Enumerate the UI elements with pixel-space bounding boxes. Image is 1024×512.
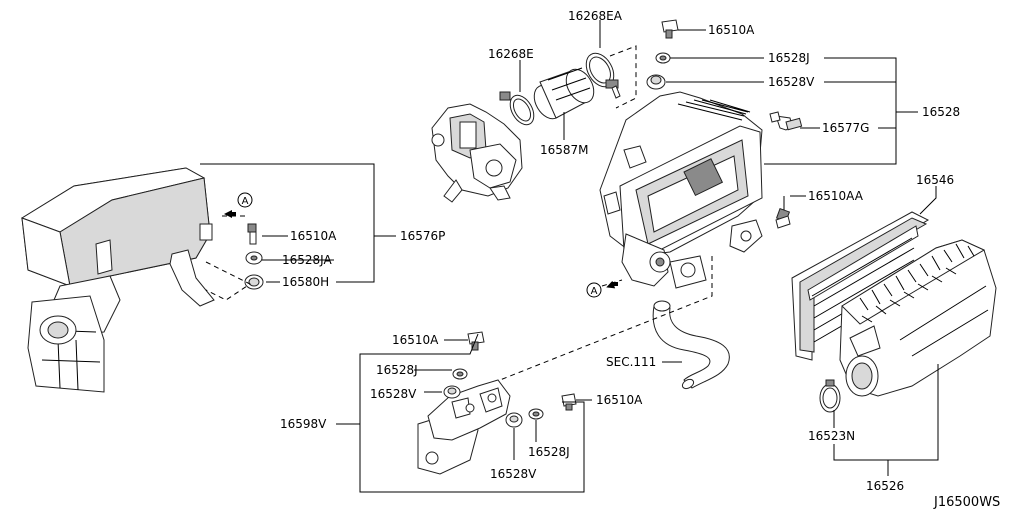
callout-16510A-bracket: 16510A — [392, 333, 439, 347]
callout-sec111: SEC.111 — [606, 355, 656, 369]
view-marker-left: A — [224, 192, 253, 218]
svg-text:A: A — [591, 286, 598, 297]
callout-16528JA: 16528JA — [282, 253, 333, 267]
callout-16528J-bracket2: 16528J — [528, 445, 570, 459]
callout-16587M: 16587M — [540, 143, 589, 157]
hose-clamp-16268EA — [585, 52, 621, 99]
bolt-16510A-bracket — [467, 331, 485, 351]
callout-16510AA: 16510AA — [808, 189, 864, 203]
callout-16528: 16528 — [922, 105, 960, 119]
washer-16528J-bracket — [452, 368, 468, 380]
hose-clamp-16523N — [819, 379, 841, 413]
bracket-16598V — [417, 379, 511, 475]
air-cleaner-lower-case-16526 — [839, 239, 997, 397]
diagram-id: J16500WS — [933, 495, 1000, 510]
callout-16528V-top: 16528V — [768, 75, 815, 89]
bolt-16510A-top — [661, 19, 679, 39]
grommet-16528V-bracket2 — [505, 412, 523, 428]
bolt-16510AA — [775, 207, 791, 229]
bolt-16510A-bracket2 — [561, 393, 577, 411]
callout-16580H: 16580H — [282, 275, 329, 289]
callout-16526: 16526 — [866, 479, 904, 493]
hose-clamp-16268E — [499, 91, 535, 126]
leader-lines — [200, 20, 939, 493]
callout-labels: 16268EA 16510A 16268E 16528J 16528V 1652… — [280, 9, 1000, 510]
grommet-16528V-top — [646, 74, 666, 90]
callout-16528V-bracket2: 16528V — [490, 467, 537, 481]
view-marker-center: A — [586, 280, 618, 298]
bolt-16510A-left — [247, 223, 257, 245]
callout-16528J-top: 16528J — [768, 51, 810, 65]
dashed-lines — [205, 45, 713, 381]
air-filter-16546 — [791, 211, 930, 361]
callout-16528V-bracket: 16528V — [370, 387, 417, 401]
air-cleaner-upper-case — [599, 91, 763, 289]
callout-16523N: 16523N — [808, 429, 855, 443]
sensor-16577G — [769, 111, 803, 131]
air-duct-16576P — [20, 167, 215, 393]
svg-text:A: A — [242, 196, 249, 207]
grommet-16528V-bracket — [443, 385, 461, 399]
callout-16598V: 16598V — [280, 417, 327, 431]
callout-16510A-left: 16510A — [290, 229, 337, 243]
callout-16268EA: 16268EA — [568, 9, 623, 23]
throttle-body — [431, 103, 523, 203]
washer-16528J-top — [655, 52, 671, 64]
washer-16528J-bracket2 — [528, 408, 544, 420]
grommet-16528JA — [245, 251, 263, 265]
callout-16577G: 16577G — [822, 121, 869, 135]
callout-16546: 16546 — [916, 173, 954, 187]
callout-16528J-bracket: 16528J — [376, 363, 418, 377]
callout-16510A-top: 16510A — [708, 23, 755, 37]
collar-16580H — [244, 274, 264, 290]
callout-16268E: 16268E — [488, 47, 534, 61]
drain-hose-sec111 — [652, 300, 730, 390]
callout-16510A-bracket2: 16510A — [596, 393, 643, 407]
intake-hose-16587M — [533, 67, 595, 120]
callout-16576P: 16576P — [400, 229, 445, 243]
